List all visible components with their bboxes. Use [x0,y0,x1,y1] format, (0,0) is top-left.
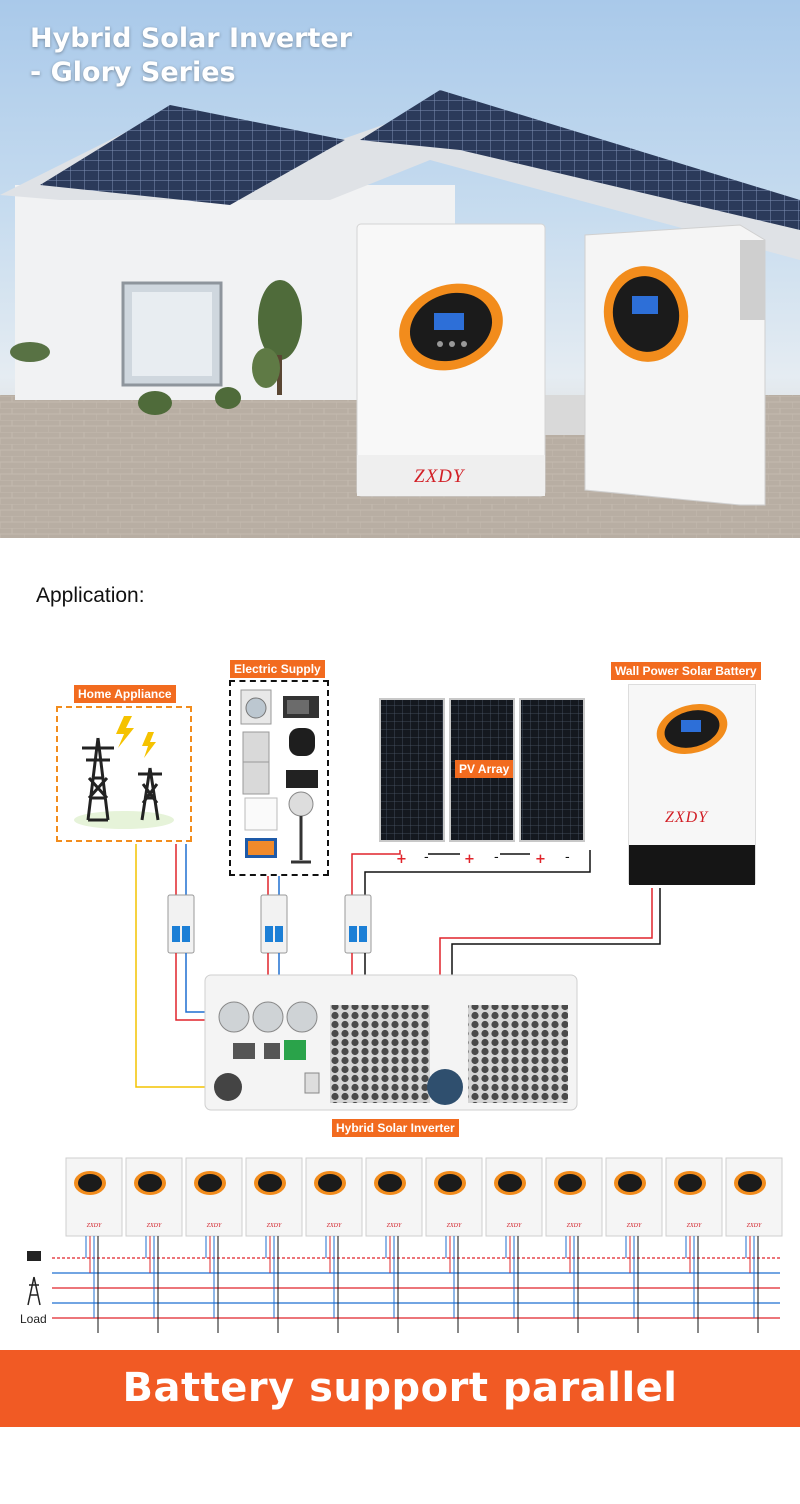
load-label: Load [20,1312,47,1326]
parallel-unit: ZXDY [725,1157,783,1237]
parallel-unit-brand: ZXDY [747,1223,762,1229]
hero-title-line2: - Glory Series [30,57,236,88]
parallel-unit-brand: ZXDY [507,1223,522,1229]
parallel-unit: ZXDY [185,1157,243,1237]
parallel-unit-brand: ZXDY [567,1223,582,1229]
hero-title-line1: Hybrid Solar Inverter [30,23,353,54]
hero-brand-logo: ZXDY [414,466,465,487]
label-home-appliance: Home Appliance [74,685,176,703]
home-appliance-box [56,706,192,842]
parallel-unit: ZXDY [545,1157,603,1237]
wiring-diagram [135,844,661,1111]
parallel-unit-brand: ZXDY [267,1223,282,1229]
hybrid-inverter-unit [204,974,578,1111]
parallel-unit: ZXDY [365,1157,423,1237]
bottom-banner: Battery support parallel connection 32 [0,1350,800,1488]
parallel-unit-brand: ZXDY [147,1223,162,1229]
parallel-unit: ZXDY [485,1157,543,1237]
parallel-unit-brand: ZXDY [207,1223,222,1229]
pv-polarity-minus-1: - [424,850,429,865]
battery-display-icon [629,704,755,885]
parallel-unit: ZXDY [305,1157,363,1237]
parallel-unit-brand: ZXDY [387,1223,402,1229]
parallel-unit: ZXDY [245,1157,303,1237]
parallel-unit-brand: ZXDY [87,1223,102,1229]
parallel-wiring-diagram: ZXDY ZXDY ZXDY ZXDY ZXDY ZXDY ZXDY ZXDY ZXDY ZXDY… [27,1157,783,1333]
parallel-unit: ZXDY [605,1157,663,1237]
grid-tower-icon [27,1276,41,1306]
pv-polarity-minus-3: - [565,850,570,865]
parallel-unit-brand: ZXDY [447,1223,462,1229]
pv-polarity-plus-3: + [535,852,546,867]
pv-polarity-minus-2: - [494,850,499,865]
parallel-unit: ZXDY [425,1157,483,1237]
label-pv-array: PV Array [455,760,514,778]
breaker-1 [167,894,195,954]
hero-section: Hybrid Solar Inverter - Glory Series ZXD… [0,0,800,538]
electric-supply-box [229,680,329,876]
appliances-icon [240,689,319,864]
label-wall-battery: Wall Power Solar Battery [611,662,761,680]
pv-polarity-plus-2: + [464,852,475,867]
wall-battery: ZXDY [628,684,756,885]
pv-polarity-plus-1: + [396,852,407,867]
breaker-3 [344,894,372,954]
parallel-unit-brand: ZXDY [687,1223,702,1229]
battery-icon [27,1251,41,1261]
power-tower-icon [74,716,174,829]
parallel-unit-brand: ZXDY [327,1223,342,1229]
label-hybrid-inverter: Hybrid Solar Inverter [332,1119,459,1137]
application-heading: Application: [36,584,145,607]
parallel-unit-brand: ZXDY [627,1223,642,1229]
parallel-unit: ZXDY [125,1157,183,1237]
hero-title: Hybrid Solar Inverter - Glory Series [30,22,352,90]
parallel-unit: ZXDY [665,1157,723,1237]
hero-illustration [0,90,800,538]
parallel-unit: ZXDY [65,1157,123,1237]
breaker-2 [260,894,288,954]
battery-brand: ZXDY [665,809,709,826]
label-electric-supply: Electric Supply [230,660,325,678]
